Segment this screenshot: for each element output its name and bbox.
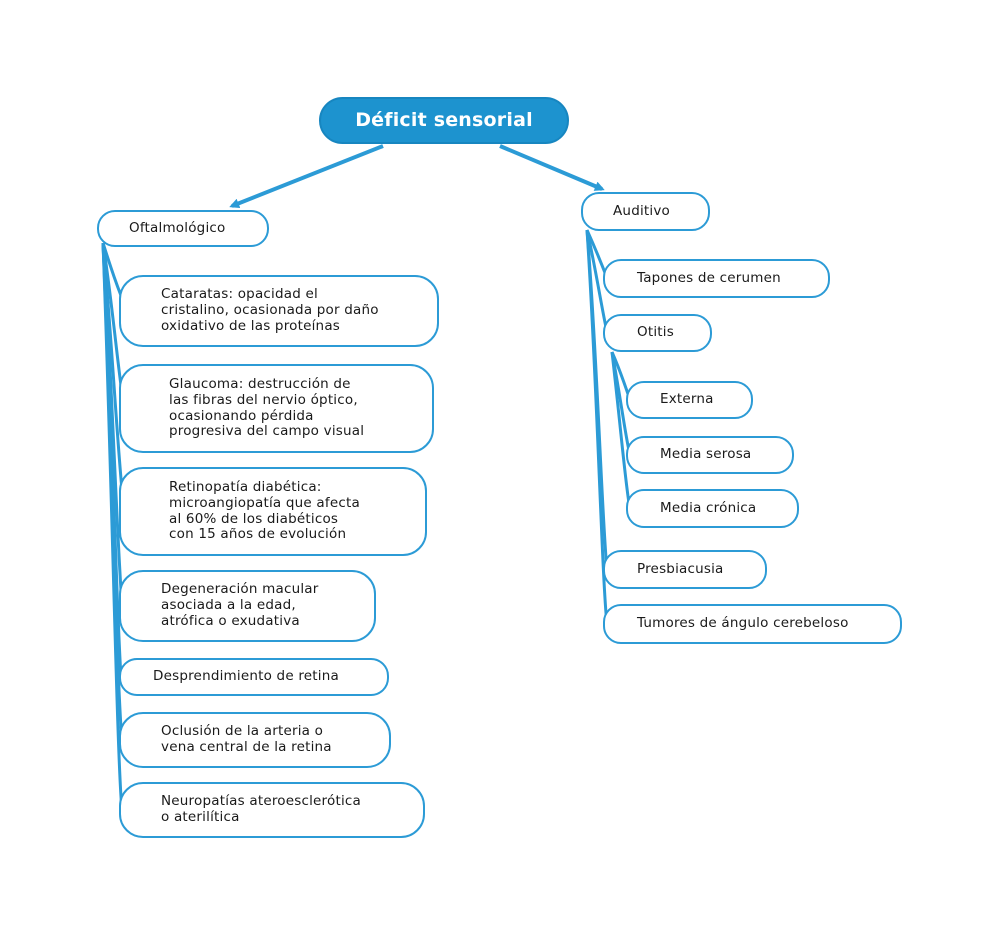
aud-item-otitis: Otitis (603, 314, 712, 352)
oft-item-text: Degeneración macular asociada a la edad,… (161, 581, 319, 629)
otitis-item-text: Media crónica (660, 499, 757, 516)
oft-item-text: Oclusión de la arteria o vena central de… (161, 723, 332, 755)
otitis-item-media-cronica: Media crónica (626, 489, 799, 528)
oft-item-text: Cataratas: opacidad el cristalino, ocasi… (161, 286, 379, 334)
otitis-item-text: Externa (660, 391, 714, 408)
aud-item-text: Presbiacusia (637, 560, 724, 577)
oft-item-glaucoma: Glaucoma: destrucción de las fibras del … (119, 364, 434, 453)
auditivo-label: Auditivo (613, 202, 671, 219)
connector-oft-7 (101, 242, 124, 811)
oft-item-text: Glaucoma: destrucción de las fibras del … (169, 375, 365, 440)
aud-item-tumores: Tumores de ángulo cerebeloso (603, 604, 902, 644)
root-label: Déficit sensorial (355, 109, 533, 132)
oft-item-retinopatia: Retinopatía diabética: microangiopatía q… (119, 467, 427, 556)
root-node: Déficit sensorial (319, 97, 569, 144)
otitis-item-text: Media serosa (660, 446, 752, 463)
oft-item-desprendimiento: Desprendimiento de retina (119, 658, 389, 696)
aud-item-tapones: Tapones de cerumen (603, 259, 830, 298)
oft-item-neuropatias: Neuropatías ateroesclerótica o aterilíti… (119, 782, 425, 838)
oftalmologico-label: Oftalmológico (129, 219, 226, 236)
oft-item-degeneracion: Degeneración macular asociada a la edad,… (119, 570, 376, 642)
aud-item-text: Otitis (637, 324, 674, 341)
auditivo-node: Auditivo (581, 192, 710, 231)
connector-aud-4 (585, 229, 609, 625)
aud-item-text: Tapones de cerumen (637, 269, 781, 286)
oft-item-text: Desprendimiento de retina (153, 668, 339, 685)
aud-item-text: Tumores de ángulo cerebeloso (637, 615, 849, 632)
oft-item-text: Neuropatías ateroesclerótica o aterilíti… (161, 793, 362, 825)
otitis-item-media-serosa: Media serosa (626, 436, 794, 474)
oft-item-cataratas: Cataratas: opacidad el cristalino, ocasi… (119, 275, 439, 347)
oft-item-oclusion: Oclusión de la arteria o vena central de… (119, 712, 391, 768)
aud-item-presbiacusia: Presbiacusia (603, 550, 767, 589)
otitis-item-externa: Externa (626, 381, 753, 419)
oftalmologico-node: Oftalmológico (97, 210, 269, 247)
oft-item-text: Retinopatía diabética: microangiopatía q… (169, 478, 360, 543)
arrow-to-auditivo (499, 144, 605, 191)
arrow-to-oftalmologico (229, 144, 384, 209)
